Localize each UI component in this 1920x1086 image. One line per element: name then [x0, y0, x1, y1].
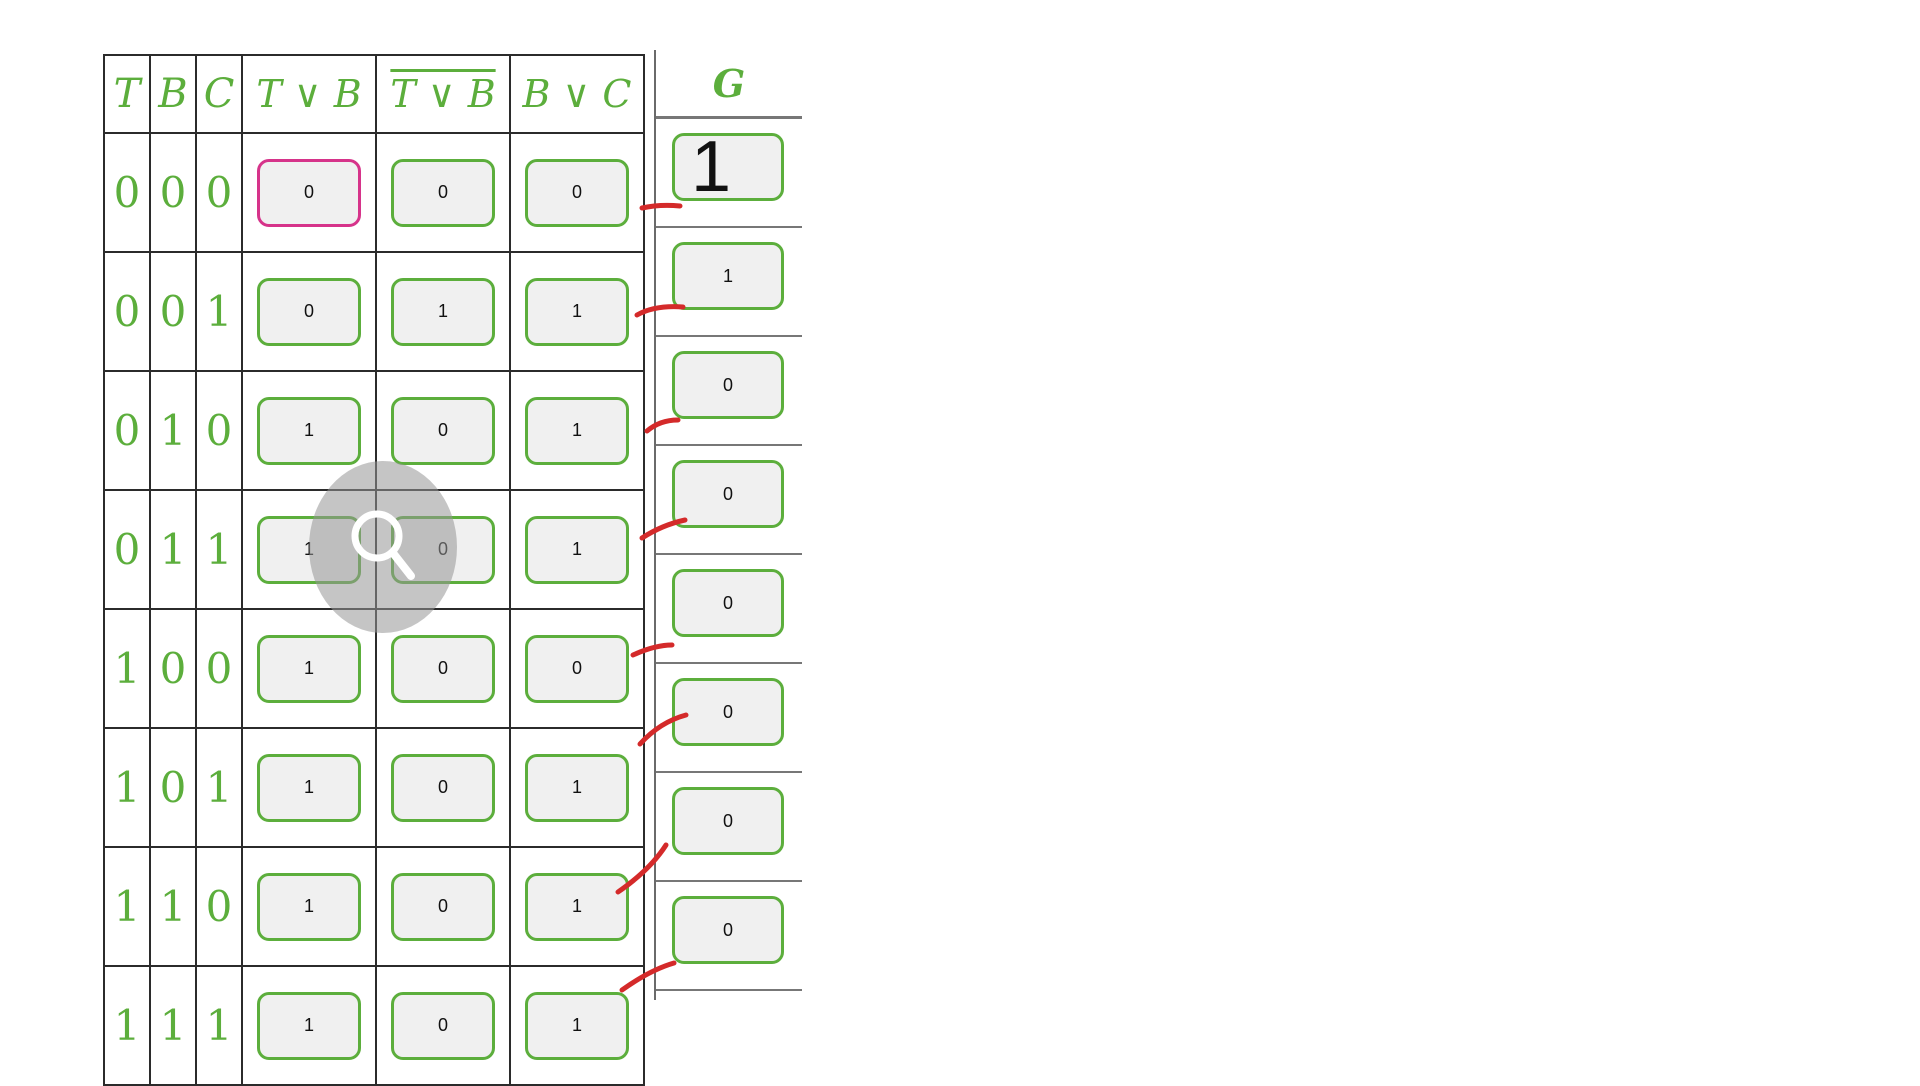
answer-input-t-or-b[interactable]: 1	[257, 753, 361, 822]
cell-b: 1	[149, 489, 197, 610]
cell-not-t-or-b: 0	[375, 727, 511, 848]
cell-t: 1	[103, 846, 151, 967]
table-row: 1 1 1 1 0 1	[103, 965, 645, 1086]
cell-b: 0	[149, 132, 197, 253]
cell-not-t-or-b: 1	[375, 251, 511, 372]
cell-b-or-c: 1	[509, 727, 645, 848]
answer-input-b-or-c[interactable]: 1	[525, 277, 629, 346]
header-t: T	[103, 54, 151, 134]
cell-not-t-or-b: 0	[375, 965, 511, 1086]
cell-c: 1	[195, 489, 243, 610]
header-row: T B C T ∨ B T ∨ B B ∨ C	[103, 54, 645, 134]
header-b-or-c: B ∨ C	[509, 54, 645, 134]
g-answer-input[interactable]: 0	[672, 678, 784, 746]
header-b: B	[149, 54, 197, 134]
g-row: 1	[656, 119, 802, 228]
g-row: 0	[656, 882, 802, 991]
answer-input-not-t-or-b[interactable]: 0	[391, 396, 495, 465]
answer-input-not-t-or-b[interactable]: 0	[391, 634, 495, 703]
answer-input-b-or-c[interactable]: 1	[525, 872, 629, 941]
answer-input-t-or-b[interactable]: 1	[257, 872, 361, 941]
cell-not-t-or-b: 0	[375, 846, 511, 967]
cell-t: 0	[103, 370, 151, 491]
cell-b-or-c: 0	[509, 608, 645, 729]
cell-t: 0	[103, 489, 151, 610]
cell-b-or-c: 1	[509, 251, 645, 372]
cell-t: 1	[103, 965, 151, 1086]
g-row: 1	[656, 228, 802, 337]
cell-t-or-b: 1	[241, 608, 377, 729]
magnifier-icon	[351, 510, 415, 580]
g-answer-input[interactable]: 1	[672, 131, 784, 203]
g-answer-input[interactable]: 0	[672, 460, 784, 528]
header-not-t-or-b-text: T ∨ B	[390, 72, 496, 116]
cell-b-or-c: 1	[509, 965, 645, 1086]
answer-input-t-or-b[interactable]: 0	[257, 277, 361, 346]
answer-input-b-or-c[interactable]: 1	[525, 753, 629, 822]
answer-input-b-or-c[interactable]: 1	[525, 515, 629, 584]
cell-c: 0	[195, 846, 243, 967]
answer-input-t-or-b[interactable]: 1	[257, 396, 361, 465]
table-row: 1 1 0 1 0 1	[103, 846, 645, 967]
g-row: 0	[656, 337, 802, 446]
cell-c: 1	[195, 965, 243, 1086]
g-answer-input[interactable]: 0	[672, 787, 784, 855]
cell-t: 1	[103, 727, 151, 848]
answer-input-b-or-c[interactable]: 1	[525, 991, 629, 1060]
g-answer-input[interactable]: 0	[672, 569, 784, 637]
cell-b: 1	[149, 965, 197, 1086]
cell-t: 1	[103, 608, 151, 729]
cell-t-or-b: 1	[241, 727, 377, 848]
cell-t: 0	[103, 132, 151, 253]
cell-b: 0	[149, 608, 197, 729]
g-header: G	[656, 50, 802, 119]
g-row: 0	[656, 773, 802, 882]
g-column: G 1 1 0 0 0 0 0 0	[654, 50, 802, 1000]
table-row: 0 0 1 0 1 1	[103, 251, 645, 372]
answer-input-not-t-or-b[interactable]: 1	[391, 277, 495, 346]
cell-t: 0	[103, 251, 151, 372]
answer-input-t-or-b[interactable]: 1	[257, 991, 361, 1060]
g-answer-input[interactable]: 1	[672, 242, 784, 310]
table-row: 1 0 0 1 0 0	[103, 608, 645, 729]
answer-input-t-or-b[interactable]: 1	[257, 634, 361, 703]
cell-b-or-c: 0	[509, 132, 645, 253]
table-row: 1 0 1 1 0 1	[103, 727, 645, 848]
cell-b: 1	[149, 846, 197, 967]
header-c: C	[195, 54, 243, 134]
answer-input-b-or-c[interactable]: 1	[525, 396, 629, 465]
answer-input-t-or-b[interactable]: 0	[257, 158, 361, 227]
g-row: 0	[656, 446, 802, 555]
g-row: 0	[656, 555, 802, 664]
cell-not-t-or-b: 0	[375, 132, 511, 253]
cell-c: 0	[195, 370, 243, 491]
cell-b: 1	[149, 370, 197, 491]
cell-c: 0	[195, 608, 243, 729]
g-row: 0	[656, 664, 802, 773]
answer-input-not-t-or-b[interactable]: 0	[391, 158, 495, 227]
cell-c: 1	[195, 251, 243, 372]
header-t-or-b: T ∨ B	[241, 54, 377, 134]
cell-t-or-b: 1	[241, 965, 377, 1086]
cell-t-or-b: 0	[241, 132, 377, 253]
answer-input-not-t-or-b[interactable]: 0	[391, 991, 495, 1060]
cell-b: 0	[149, 727, 197, 848]
cell-t-or-b: 1	[241, 846, 377, 967]
answer-input-not-t-or-b[interactable]: 0	[391, 872, 495, 941]
cell-b-or-c: 1	[509, 370, 645, 491]
g-answer-input[interactable]: 0	[672, 896, 784, 964]
table-row: 0 0 0 0 0 0	[103, 132, 645, 253]
g-answer-input[interactable]: 0	[672, 351, 784, 419]
cell-b-or-c: 1	[509, 846, 645, 967]
magnifier-button[interactable]	[309, 461, 457, 633]
cell-c: 1	[195, 727, 243, 848]
cell-b-or-c: 1	[509, 489, 645, 610]
cell-t-or-b: 0	[241, 251, 377, 372]
answer-input-not-t-or-b[interactable]: 0	[391, 753, 495, 822]
header-not-t-or-b: T ∨ B	[375, 54, 511, 134]
answer-input-b-or-c[interactable]: 0	[525, 634, 629, 703]
answer-input-b-or-c[interactable]: 0	[525, 158, 629, 227]
cell-b: 0	[149, 251, 197, 372]
cell-c: 0	[195, 132, 243, 253]
